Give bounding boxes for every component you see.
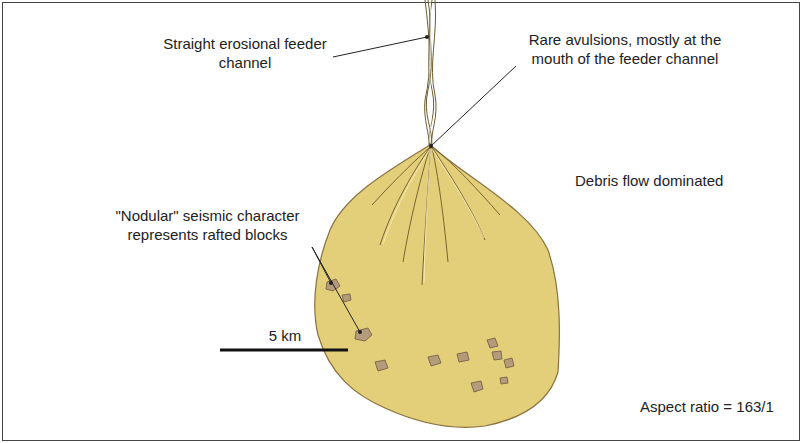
leader-lines [312, 37, 516, 332]
zone-label: Debris flow dominated [575, 171, 765, 190]
debris-lobe [315, 145, 560, 427]
distributary-channels [372, 147, 500, 285]
scale-bar [220, 349, 348, 352]
note-label: Aspect ratio = 163/1 [640, 397, 790, 416]
callout-label: Straight erosional feeder channel [150, 34, 340, 72]
callout-label: "Nodular" seismic character represents r… [100, 206, 315, 244]
callout-label: Rare avulsions, mostly at the mouth of t… [510, 30, 740, 68]
scale-label: 5 km [250, 326, 320, 345]
rafted-blocks [326, 279, 514, 392]
frame [3, 3, 800, 441]
feeder-channel [425, 0, 436, 145]
